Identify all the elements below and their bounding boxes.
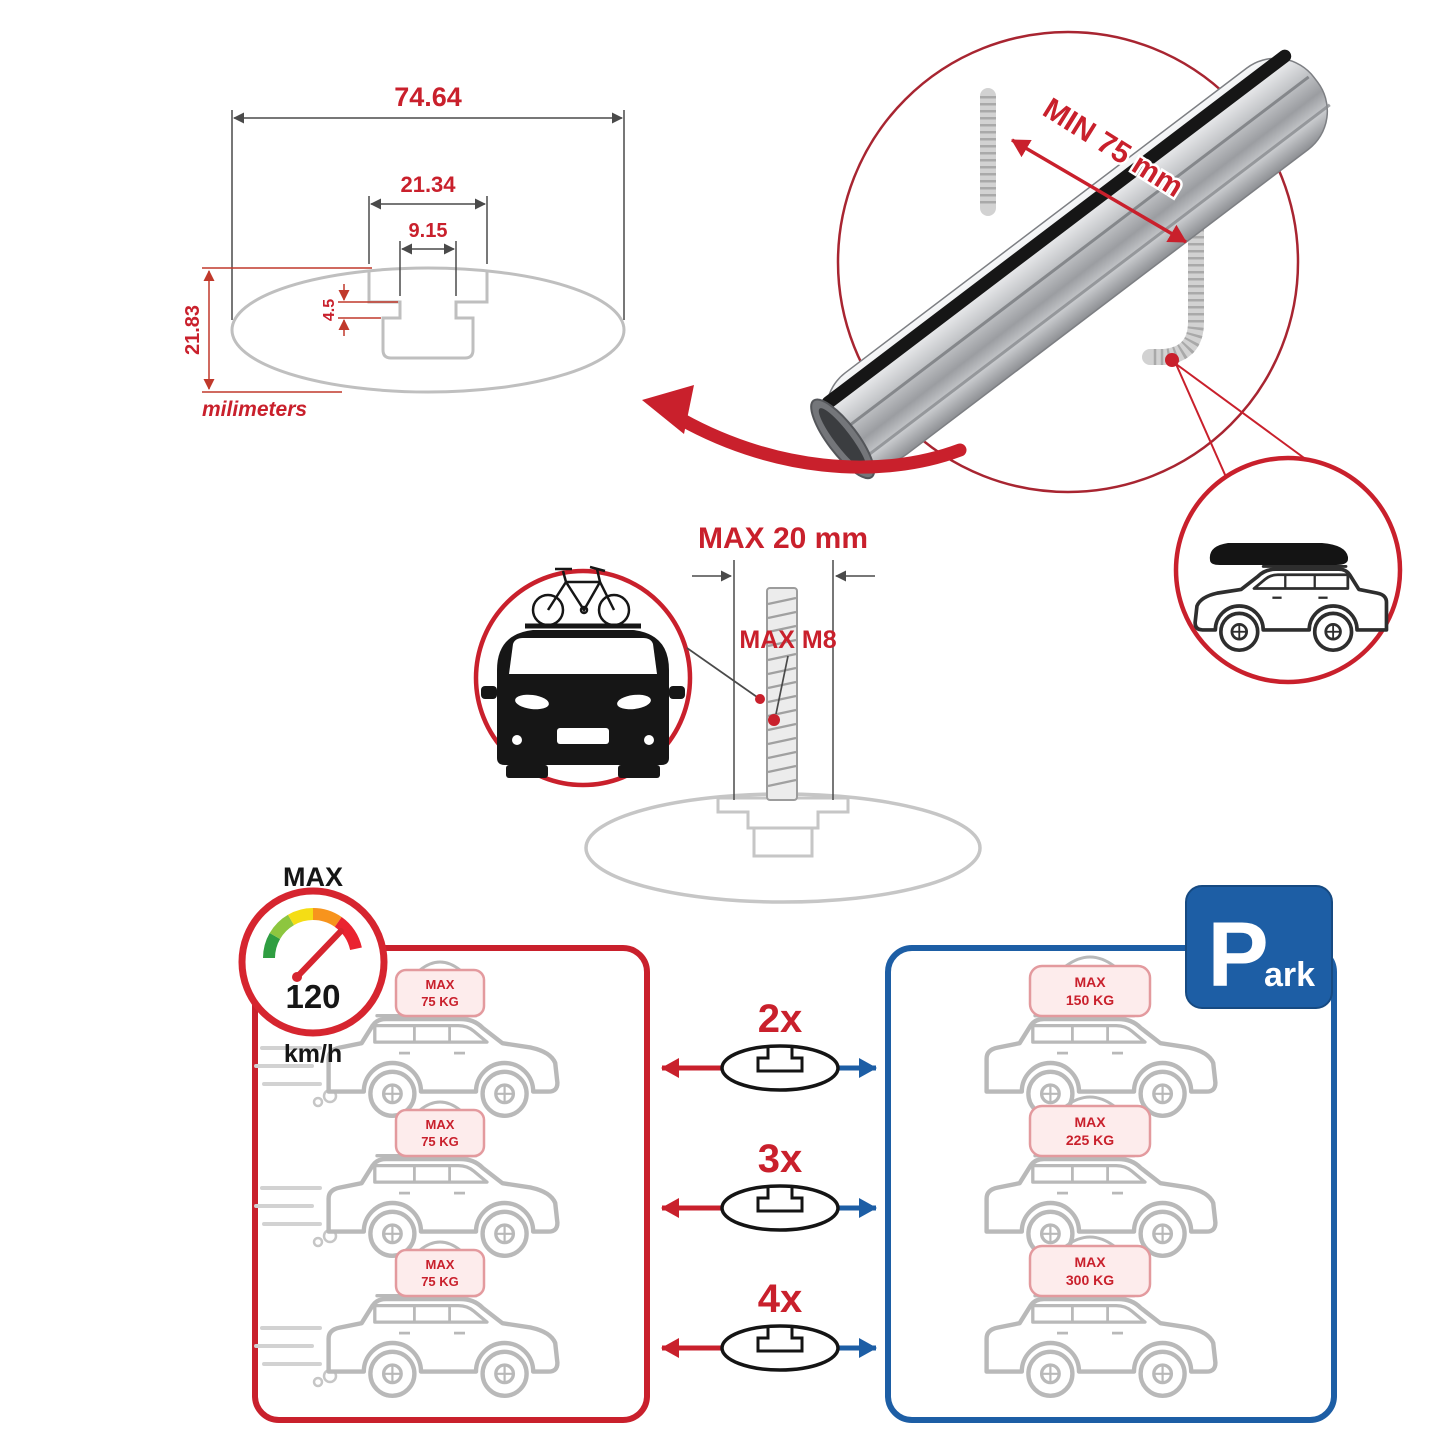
bag-max-label: MAX — [1074, 1254, 1106, 1270]
cargo-bag: MAX 75 KG — [394, 1240, 486, 1298]
count-label: 3x — [758, 1137, 803, 1181]
crossbar-section-icon — [720, 1324, 840, 1372]
bag-weight-label: 75 KG — [421, 994, 459, 1009]
cargo-bag: MAX 75 KG — [394, 1100, 486, 1158]
threaded-stud-icon — [766, 587, 798, 801]
bag-max-label: MAX — [426, 1257, 455, 1272]
count-row: 3x — [661, 1137, 877, 1232]
t-nut-flange — [716, 796, 850, 830]
parking-cars: MAX 150 KG MAX 225 KG MAX 300 KG — [987, 955, 1216, 1396]
car-front-circle — [473, 565, 765, 788]
speed-max-label: MAX — [283, 862, 343, 892]
callout-dot — [1165, 353, 1179, 367]
suv-roofbox-circle — [1173, 455, 1403, 685]
driving-cars: MAX 75 KG MAX 75 KG MAX — [254, 960, 557, 1396]
t-slot-channel-outline — [367, 271, 489, 360]
bag-weight-label: 300 KG — [1066, 1272, 1114, 1288]
dim-height-label: 21.83 — [182, 305, 204, 355]
crossbar-section-icon — [720, 1044, 840, 1092]
speed-unit-label: km/h — [284, 1040, 342, 1068]
park-letter: P — [1207, 904, 1268, 1006]
max-width-label: MAX 20 mm — [698, 522, 868, 555]
gauge-arc — [263, 907, 362, 959]
bag-max-label: MAX — [426, 1117, 455, 1132]
max-thread-label: MAX M8 — [739, 626, 836, 654]
bag-max-label: MAX — [1074, 974, 1106, 990]
car-front-icon — [481, 623, 685, 778]
bag-weight-label: 75 KG — [421, 1134, 459, 1149]
crossbar-section-icon — [720, 1184, 840, 1232]
cargo-bag: MAX 150 KG — [1028, 955, 1152, 1018]
dimension-lip: 4.5 — [321, 284, 398, 336]
circle-leader-line — [686, 647, 758, 698]
roof-box-icon — [1209, 543, 1348, 565]
callout-line — [1175, 363, 1327, 475]
car-row: MAX 75 KG — [254, 1240, 557, 1396]
callout-line — [1175, 363, 1231, 487]
car-row: MAX 225 KG — [987, 1095, 1216, 1256]
arrow-head-icon — [642, 385, 694, 434]
dimension-height: 21.83 — [182, 267, 372, 393]
cargo-bag: MAX 225 KG — [1028, 1095, 1152, 1158]
bag-max-label: MAX — [426, 977, 455, 992]
count-label: 2x — [758, 997, 803, 1041]
car-row: MAX 150 KG — [987, 955, 1216, 1116]
dim-lip-label: 4.5 — [321, 299, 338, 321]
count-label: 4x — [758, 1277, 803, 1321]
dimension-slot: 9.15 — [399, 220, 457, 296]
dimension-channel: 21.34 — [368, 172, 488, 264]
crossbar-profile-drawing: 74.64 21.34 9.15 4.5 21.83 milimeter — [182, 82, 626, 421]
crossbar-profile-ellipse — [230, 266, 626, 394]
cargo-bag: MAX 75 KG — [394, 960, 486, 1018]
u-bolt-right-icon — [1142, 144, 1204, 365]
bolt-diagram: MAX 20 mm MAX M8 — [584, 522, 982, 904]
dim-width-label: 74.64 — [394, 82, 462, 112]
t-nut-stem — [752, 826, 814, 858]
speed-value: 120 — [285, 978, 340, 1015]
speed-limit-badge: MAX 120 km/h — [238, 862, 388, 1068]
dim-channel-label: 21.34 — [400, 172, 456, 197]
parking-sign: P ark — [1185, 885, 1333, 1009]
car-row: MAX 75 KG — [254, 1100, 557, 1256]
thread-leader-line — [775, 655, 789, 715]
count-row: 2x — [661, 997, 877, 1092]
t-slot-icon — [756, 1187, 804, 1213]
bag-weight-label: 75 KG — [421, 1274, 459, 1289]
callout-dot — [768, 714, 780, 726]
count-row: 4x — [661, 1277, 877, 1372]
park-suffix: ark — [1264, 956, 1315, 994]
t-slot-icon — [756, 1327, 804, 1353]
dimension-width: 74.64 — [231, 82, 625, 320]
units-label: milimeters — [202, 398, 307, 421]
gauge-needle — [294, 928, 344, 980]
bag-max-label: MAX — [1074, 1114, 1106, 1130]
dim-slot-label: 9.15 — [409, 220, 448, 242]
crossbar-photo-circle: MIN 75 mm — [810, 30, 1331, 494]
t-slot-icon — [756, 1047, 804, 1073]
reference-arrow — [642, 385, 967, 474]
car-row: MAX 300 KG — [987, 1235, 1216, 1396]
bag-weight-label: 150 KG — [1066, 992, 1114, 1008]
cargo-bag: MAX 300 KG — [1028, 1235, 1152, 1298]
callout-dot — [755, 694, 765, 704]
car-row: MAX 75 KG — [254, 960, 557, 1116]
min-clamp-arrow — [1011, 138, 1187, 244]
bag-weight-label: 225 KG — [1066, 1132, 1114, 1148]
gauge-needle-base — [292, 972, 302, 982]
